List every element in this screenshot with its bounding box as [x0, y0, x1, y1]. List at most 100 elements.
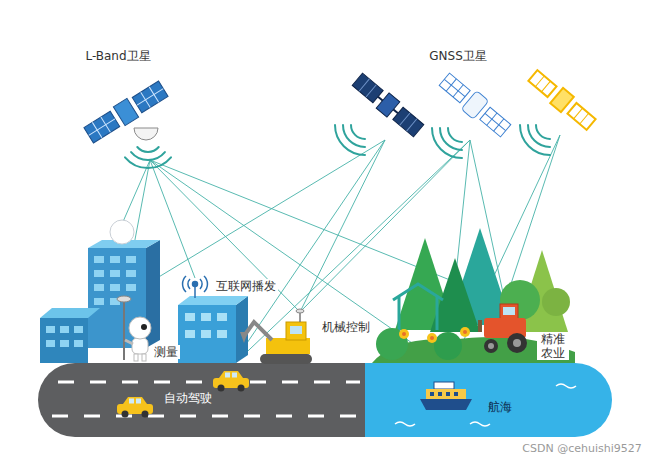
farm-part-part: [430, 336, 434, 340]
excavator-part: [286, 322, 306, 340]
label-text: 机械控制: [320, 320, 372, 334]
tall-building-part-part: [94, 284, 104, 291]
gnss-satellite-white-part: [439, 73, 470, 103]
car-part: [142, 411, 149, 418]
gnss-satellite-dark-part: [400, 113, 410, 125]
tractor-part: [513, 339, 521, 347]
right-building-part-part: [201, 330, 211, 338]
ship-part: [434, 382, 454, 389]
broadcast-antenna-part: [200, 279, 202, 289]
ship-part-part: [446, 392, 450, 396]
farm: [372, 228, 575, 363]
car-part: [122, 411, 129, 418]
ground-part: [365, 363, 612, 437]
farm-part: [376, 328, 408, 360]
signal-arcs-part: [528, 125, 550, 147]
car-part: [219, 371, 243, 378]
farm-part: [436, 297, 439, 330]
surveyor-part: [132, 338, 148, 354]
car: [213, 371, 249, 392]
signal-lines-part: [122, 160, 150, 224]
right-building-part-part: [201, 313, 211, 321]
tall-building-part-part: [126, 270, 136, 277]
gnss-satellite-dark-part: [359, 79, 369, 91]
signal-arcs-part: [520, 125, 550, 155]
signal-arcs-part: [440, 128, 462, 150]
tall-building-part-part: [94, 298, 104, 305]
ship-part: [426, 389, 466, 399]
gnss-satellite-yellow-part: [567, 103, 595, 130]
car-part: [136, 399, 141, 404]
broadcast-antenna-part: [193, 282, 198, 287]
signal-arcs-part: [448, 128, 462, 142]
surveyor-part: [142, 354, 146, 361]
signal-arcs-part: [536, 125, 550, 139]
ground-part: [38, 363, 366, 437]
lband-dish-part: [134, 128, 158, 140]
right-building-part: [185, 313, 227, 338]
farm-part-part: [402, 332, 406, 336]
car-part: [238, 385, 245, 392]
excavator-part: [260, 354, 312, 364]
tall-building-part-part: [110, 284, 120, 291]
signal-lines-part: [300, 140, 470, 312]
gnss-satellite-dark-part: [366, 85, 376, 97]
low-building-part-part: [60, 326, 69, 333]
low-building-part: [40, 318, 88, 363]
low-building: [40, 308, 100, 363]
farm-part-part: [427, 333, 437, 343]
lband-dish: [134, 128, 158, 140]
ground-part: [52, 415, 360, 418]
gnss-satellite-white-part: [480, 107, 511, 137]
lband-satellite-part: [132, 81, 168, 113]
broadcast-antenna-part: [194, 287, 196, 298]
right-building-part-part: [217, 313, 227, 321]
lband-satellite-part: [84, 111, 120, 143]
farm-part: [500, 280, 540, 320]
tall-building-part-part: [110, 270, 120, 277]
farm-part-part: [399, 329, 409, 339]
watermark: CSDN @cehuishi9527: [520, 442, 643, 455]
tractor-part: [500, 304, 518, 320]
right-building-part-part: [217, 330, 227, 338]
surveyor-part: [117, 296, 131, 302]
ground-part: [470, 422, 490, 426]
gnss-satellite-yellow: [526, 68, 597, 132]
gnss-satellite-yellow-part: [528, 70, 556, 97]
farm-part: [399, 327, 470, 343]
car: [117, 397, 153, 418]
gnss-satellite-yellow-part: [574, 108, 583, 119]
signal-arcs-part: [432, 128, 462, 158]
farm-part: [402, 330, 467, 340]
low-building-part: [46, 326, 83, 347]
low-building-part-part: [46, 326, 55, 333]
gnss-satellite-white-part: [485, 113, 506, 130]
surveyor-part: [125, 340, 133, 344]
right-building-part: [178, 305, 236, 363]
gnss-satellite-white: [437, 70, 514, 140]
signal-lines-part: [150, 160, 300, 312]
label-text: 航海: [486, 400, 514, 414]
excavator: [240, 309, 312, 364]
lband-satellite: [83, 79, 169, 144]
tall-building-part-part: [126, 256, 136, 263]
car-part: [232, 373, 237, 378]
gnss-satellite-dark: [351, 72, 425, 139]
broadcast-antenna-part: [188, 279, 190, 289]
surveyor-part: [129, 317, 151, 339]
surveyor: [117, 296, 151, 361]
tall-building-part: [94, 256, 136, 305]
car-part: [123, 397, 147, 404]
ship-part-part: [438, 392, 442, 396]
farm-part: [434, 332, 462, 360]
ground-part: [58, 381, 360, 384]
surveyor-part: [123, 300, 125, 360]
signal-lines: [122, 135, 560, 380]
tall-building-part-part: [110, 256, 120, 263]
low-building-part-part: [74, 326, 83, 333]
tractor-part: [488, 343, 494, 349]
right-building-part-part: [185, 330, 195, 338]
